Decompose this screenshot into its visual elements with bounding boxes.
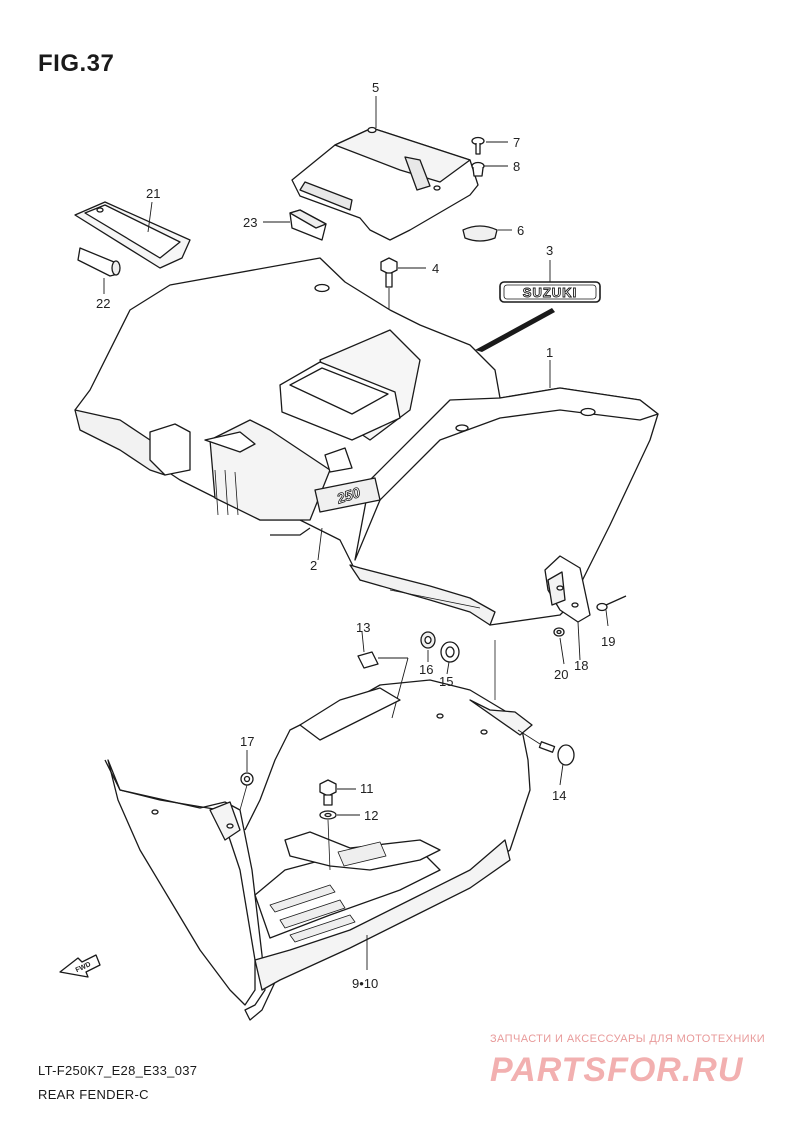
- screw-part: [471, 136, 485, 155]
- lid-cover-part: [291, 126, 479, 241]
- callout-11: 11: [360, 781, 374, 796]
- callout-7: 7: [513, 135, 521, 150]
- fwd-arrow-icon: [59, 954, 101, 978]
- screw-small-part: [596, 595, 627, 612]
- washer-lower-part: [319, 810, 337, 871]
- footrest-fender-part: [104, 640, 533, 1021]
- figure-title: FIG.37: [38, 50, 115, 77]
- callout-21: 21: [146, 186, 161, 201]
- callout-15: 15: [439, 674, 454, 689]
- callout-12: 12: [364, 808, 379, 823]
- pad-part: [74, 201, 191, 269]
- grommet-part: [440, 641, 460, 663]
- collar-part: [420, 631, 436, 649]
- callout-5: 5: [372, 80, 380, 95]
- nut-part: [471, 161, 485, 177]
- bolt-lower-part: [319, 779, 337, 806]
- callout-20: 20: [554, 667, 569, 682]
- callout-19: 19: [601, 634, 616, 649]
- callout-14: 14: [552, 788, 567, 803]
- callout-22: 22: [96, 296, 111, 311]
- callout-1: 1: [546, 345, 554, 360]
- callout-18: 18: [574, 658, 589, 673]
- diagram-code: LT-F250K7_E28_E33_037: [38, 1063, 198, 1078]
- clip-part: [357, 651, 409, 719]
- bracket-part: [544, 555, 591, 623]
- diagram-name: REAR FENDER-C: [38, 1087, 149, 1102]
- callout-16: 16: [419, 662, 434, 677]
- callout-9-10: 9•10: [352, 976, 379, 991]
- emblem-part: [475, 281, 601, 352]
- bolt-washer-part: [517, 729, 575, 766]
- callout-2: 2: [310, 558, 318, 573]
- callout-6: 6: [517, 223, 525, 238]
- callout-3: 3: [546, 243, 554, 258]
- callout-13: 13: [356, 620, 371, 635]
- fender-badge-text: 250: [334, 484, 362, 507]
- leader-lines: [103, 96, 609, 970]
- cap-part: [462, 225, 498, 242]
- watermark-tagline: ЗАПЧАСТИ И АКСЕССУАРЫ ДЛЯ МОТОТЕХНИКИ: [490, 1033, 766, 1045]
- emblem-text: SUZUKI: [523, 285, 577, 300]
- block-part: [289, 209, 327, 241]
- cushion-part: [77, 247, 121, 277]
- washer-part: [553, 627, 565, 637]
- callout-8: 8: [513, 159, 521, 174]
- rear-fender-part: [74, 257, 659, 626]
- washer-small-part: [239, 772, 254, 811]
- watermark-brand: PARTSFOR.RU: [490, 1051, 744, 1089]
- callout-4: 4: [432, 261, 440, 276]
- callout-17: 17: [240, 734, 255, 749]
- callout-23: 23: [243, 215, 258, 230]
